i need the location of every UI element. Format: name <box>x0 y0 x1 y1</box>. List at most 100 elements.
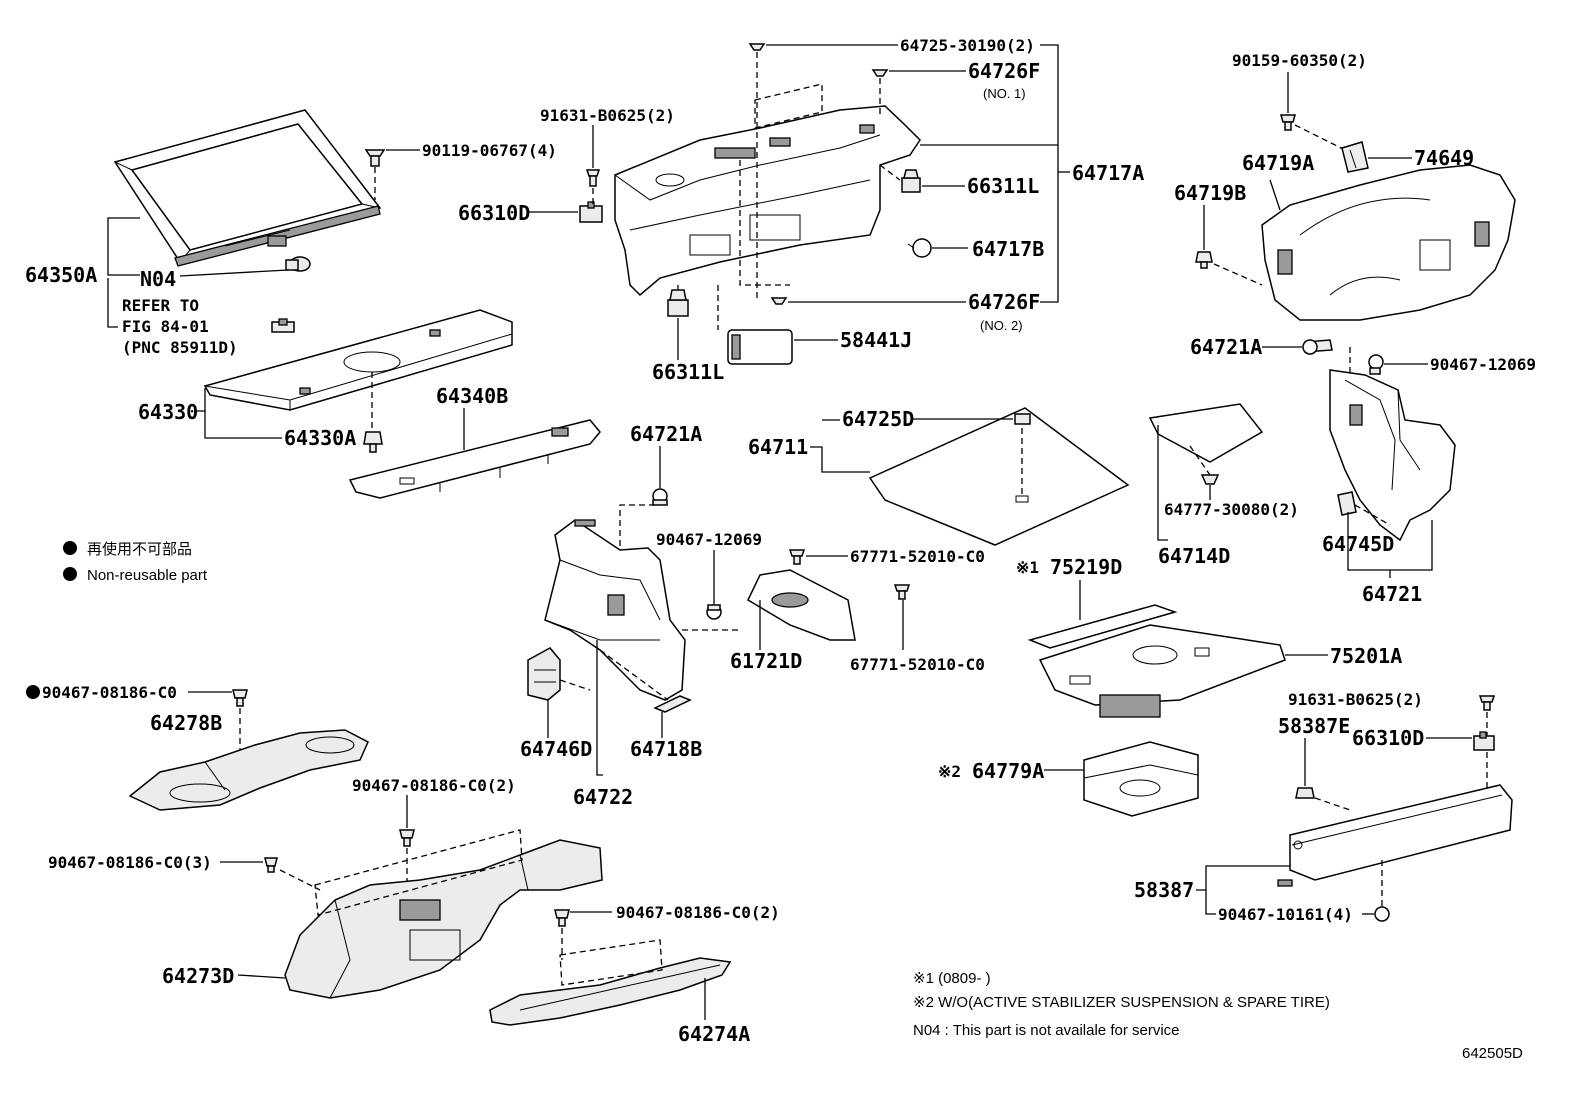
label-64714D: 64714D <box>1158 544 1230 568</box>
part-64721A-clip-b <box>652 488 668 506</box>
part-66310D-clip-b <box>1473 731 1495 751</box>
part-64777-30080-clip <box>1200 474 1220 485</box>
label-64719A: 64719A <box>1242 151 1314 175</box>
label-64721A-a: 64721A <box>1190 335 1262 359</box>
part-67771-52010-clip-b <box>893 584 911 600</box>
label-66311L-b: 66311L <box>967 174 1039 198</box>
label-64274A: 64274A <box>678 1022 750 1046</box>
label-mark2: ※2 <box>938 762 961 781</box>
label-90467-08186-d: 90467-08186-C0(2) <box>616 903 780 922</box>
part-67771-52010-clip-a <box>788 549 806 565</box>
part-58387-scuff-plate <box>1277 784 1513 887</box>
label-58441J: 58441J <box>840 328 912 352</box>
label-90467-08186-b: 90467-08186-C0(2) <box>352 776 516 795</box>
label-64330A: 64330A <box>284 426 356 450</box>
part-64350A-tonneau-cover <box>113 109 382 267</box>
label-64717B: 64717B <box>972 237 1044 261</box>
part-90467-10161-clip <box>1374 906 1390 922</box>
label-pnc-85911D: (PNC 85911D) <box>122 338 238 357</box>
label-64745D: 64745D <box>1322 532 1394 556</box>
label-mark1: ※1 <box>1016 558 1039 577</box>
label-64746D: 64746D <box>520 737 592 761</box>
label-64330: 64330 <box>138 400 198 424</box>
label-90467-12069-b: 90467-12069 <box>656 530 762 549</box>
part-64330-deck-board <box>203 309 513 430</box>
label-75219D: 75219D <box>1050 555 1122 579</box>
label-N04: N04 <box>140 267 176 291</box>
part-64340B-trim <box>348 419 601 499</box>
part-labels: 64350A N04 REFER TO FIG 84-01 (PNC 85911… <box>25 36 1536 1046</box>
part-64278B-floor-panel <box>128 729 369 811</box>
part-90159-60350-screw <box>1280 114 1296 131</box>
part-64779A-block <box>1083 741 1199 817</box>
part-75201A-floor-tray <box>1038 624 1286 718</box>
label-64722: 64722 <box>573 785 633 809</box>
part-64274A-floor-insulator <box>489 957 732 1026</box>
label-64726F-no1: 64726F <box>968 59 1040 83</box>
part-85911D-connector <box>271 318 295 333</box>
non-reusable-dot-icon <box>26 685 40 699</box>
label-74649: 74649 <box>1414 146 1474 170</box>
label-66311L-a: 66311L <box>652 360 724 384</box>
label-64717A: 64717A <box>1072 161 1144 185</box>
legend: 再使用不可部品 Non-reusable part <box>63 541 208 584</box>
part-91631-B0625-screw-b <box>1478 695 1496 711</box>
part-64273D-floor-insulator <box>284 839 603 999</box>
part-64714D-mat <box>1148 403 1264 463</box>
part-66311L-clip-b <box>901 169 921 193</box>
part-58441J-plate <box>727 329 793 365</box>
label-64721: 64721 <box>1362 582 1422 606</box>
part-64726F-no1-clip <box>871 69 889 77</box>
part-90467-08186-clip-d <box>554 909 570 960</box>
label-fig-84-01: FIG 84-01 <box>122 317 209 336</box>
part-64717B-clip <box>907 238 932 258</box>
label-90119-06767: 90119-06767(4) <box>422 141 557 160</box>
part-64330A-clip <box>363 431 383 453</box>
note-1: ※1 (0809- ) <box>913 970 991 987</box>
label-64340B: 64340B <box>436 384 508 408</box>
part-64725D-clip <box>1014 413 1031 425</box>
label-90159-60350: 90159-60350(2) <box>1232 51 1367 70</box>
label-90467-12069-a: 90467-12069 <box>1430 355 1536 374</box>
diagram-id: 642505D <box>1462 1045 1523 1062</box>
label-90467-08186-a: 90467-08186-C0 <box>42 683 177 702</box>
part-90467-12069-clip-a <box>1368 354 1384 375</box>
part-64718B-pad <box>653 695 692 713</box>
part-90467-12069-clip-b <box>706 604 722 620</box>
label-64726F-no2: 64726F <box>968 290 1040 314</box>
part-66311L-clip-a <box>667 289 689 317</box>
part-N04-clip <box>285 256 311 272</box>
label-75201A: 75201A <box>1330 644 1402 668</box>
label-refer-to: REFER TO <box>122 296 199 315</box>
part-64721-side-trim <box>1329 369 1456 542</box>
part-66310D-clip-a <box>579 201 603 223</box>
part-91631-B0625-screw-a <box>585 169 601 187</box>
part-61721D-panel <box>747 569 856 641</box>
part-64722-side-trim <box>544 519 686 701</box>
label-64711: 64711 <box>748 435 808 459</box>
label-91631-B0625-b: 91631-B0625(2) <box>1288 690 1423 709</box>
part-64745D-clip <box>1337 491 1357 516</box>
part-90467-08186-clip-a <box>232 689 248 750</box>
part-64726F-no2-clip <box>770 297 788 305</box>
part-74649-clip <box>1341 141 1369 173</box>
label-90467-08186-c: 90467-08186-C0(3) <box>48 853 212 872</box>
non-reusable-dot-icon <box>63 541 77 555</box>
label-90467-10161: 90467-10161(4) <box>1218 905 1353 924</box>
note-2: ※2 W/O(ACTIVE STABILIZER SUSPENSION & SP… <box>913 994 1330 1011</box>
part-64719A-back-door-trim <box>1261 164 1516 321</box>
label-64777-30080: 64777-30080(2) <box>1164 500 1299 519</box>
part-90467-08186-clip-b <box>399 829 415 882</box>
part-90467-08186-clip-c <box>264 857 321 891</box>
part-75219D-cover <box>1027 604 1178 649</box>
label-58387E: 58387E <box>1278 714 1350 738</box>
label-66310D-b: 66310D <box>1352 726 1424 750</box>
part-64721A-clip-a <box>1302 339 1333 355</box>
label-64721A-b: 64721A <box>630 422 702 446</box>
label-no2: (NO. 2) <box>980 318 1023 333</box>
note-3: N04 : This part is not availale for serv… <box>913 1022 1180 1039</box>
part-64717A-trunk-trim <box>614 105 921 297</box>
part-90119-clip <box>364 149 386 200</box>
label-64718B: 64718B <box>630 737 702 761</box>
